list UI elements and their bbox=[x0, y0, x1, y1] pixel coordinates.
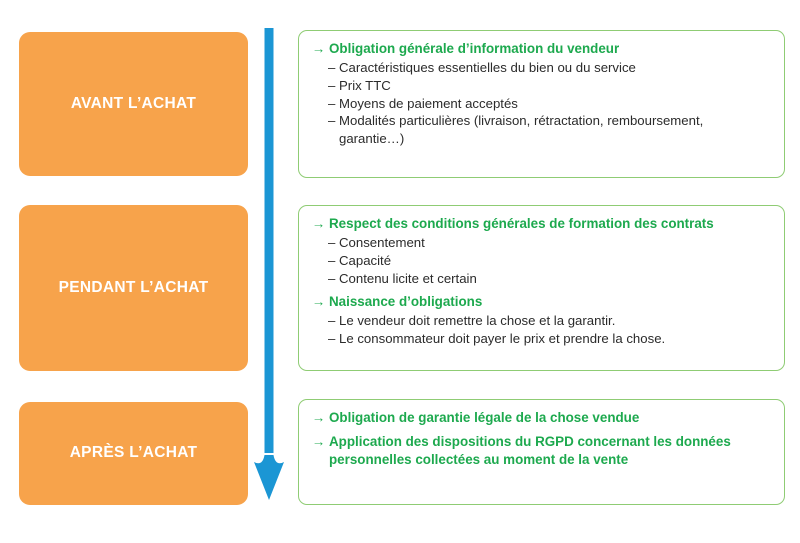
list-item-text: Moyens de paiement acceptés bbox=[339, 95, 518, 111]
content-group: → Respect des conditions générales de fo… bbox=[312, 215, 772, 287]
sub-item-list: – Caractéristiques essentielles du bien … bbox=[312, 59, 772, 148]
dash-bullet-icon: – bbox=[328, 77, 336, 93]
sub-item-list: – Consentement – Capacité – Contenu lici… bbox=[312, 234, 772, 287]
list-item: – Moyens de paiement acceptés bbox=[312, 95, 772, 113]
stage-box-apres: APRÈS L’ACHAT bbox=[19, 402, 248, 505]
list-item: – Capacité bbox=[312, 252, 772, 270]
list-item-text: Caractéristiques essentielles du bien ou… bbox=[339, 59, 636, 75]
list-item-text: Capacité bbox=[339, 252, 392, 268]
content-panel-apres: → Obligation de garantie légale de la ch… bbox=[298, 399, 785, 505]
arrow-right-icon: → bbox=[312, 216, 326, 231]
stage-label: APRÈS L’ACHAT bbox=[69, 444, 198, 462]
list-item-text: Contenu licite et certain bbox=[339, 270, 477, 286]
list-item: – Contenu licite et certain bbox=[312, 270, 772, 288]
list-item: – Consentement bbox=[312, 234, 772, 252]
stage-label: PENDANT L’ACHAT bbox=[58, 278, 209, 296]
content-panel-pendant: → Respect des conditions générales de fo… bbox=[298, 205, 785, 371]
dash-bullet-icon: – bbox=[328, 113, 336, 129]
dash-bullet-icon: – bbox=[328, 270, 336, 286]
dash-bullet-icon: – bbox=[328, 59, 336, 75]
content-group: → Application des dispositions du RGPD c… bbox=[312, 433, 772, 469]
dash-bullet-icon: – bbox=[328, 331, 336, 347]
arrow-right-icon: → bbox=[312, 294, 326, 310]
sub-item-list: – Le vendeur doit remettre la chose et l… bbox=[312, 312, 772, 348]
content-panel-avant: → Obligation générale d’information du v… bbox=[298, 30, 785, 178]
group-heading-row: → Naissance d’obligations bbox=[312, 293, 772, 311]
list-item: – Modalités particulières (livraison, ré… bbox=[312, 112, 772, 148]
list-item-text: Consentement bbox=[339, 234, 425, 250]
stage-box-pendant: PENDANT L’ACHAT bbox=[19, 205, 248, 371]
stage-label: AVANT L’ACHAT bbox=[70, 94, 197, 112]
stage-box-avant: AVANT L’ACHAT bbox=[19, 32, 248, 176]
dash-bullet-icon: – bbox=[328, 313, 336, 329]
list-item-text: Le vendeur doit remettre la chose et la … bbox=[339, 313, 616, 329]
group-heading-text: Respect des conditions générales de form… bbox=[329, 216, 714, 231]
content-group: → Obligation générale d’information du v… bbox=[312, 40, 772, 148]
list-item-text: Le consommateur doit payer le prix et pr… bbox=[339, 331, 666, 347]
arrow-right-icon: → bbox=[312, 410, 326, 425]
dash-bullet-icon: – bbox=[328, 234, 336, 250]
group-heading-row: → Obligation de garantie légale de la ch… bbox=[312, 409, 772, 427]
group-heading-text: Obligation générale d’information du ven… bbox=[329, 41, 620, 56]
list-item: – Le consommateur doit payer le prix et … bbox=[312, 330, 772, 348]
group-heading-row: → Application des dispositions du RGPD c… bbox=[312, 433, 772, 469]
dash-bullet-icon: – bbox=[328, 252, 336, 268]
arrow-right-icon: → bbox=[312, 41, 326, 56]
list-item: – Prix TTC bbox=[312, 77, 772, 95]
content-group: → Naissance d’obligations – Le vendeur d… bbox=[312, 293, 772, 348]
list-item-text: Prix TTC bbox=[339, 77, 391, 93]
group-heading-text: Naissance d’obligations bbox=[329, 294, 483, 310]
timeline-down-arrow-icon bbox=[250, 28, 288, 500]
group-heading-text: Obligation de garantie légale de la chos… bbox=[329, 410, 640, 425]
group-heading-row: → Respect des conditions générales de fo… bbox=[312, 215, 772, 233]
dash-bullet-icon: – bbox=[328, 95, 336, 111]
arrow-right-icon: → bbox=[312, 433, 326, 449]
list-item-text: Modalités particulières (livraison, rétr… bbox=[339, 113, 704, 147]
group-heading-row: → Obligation générale d’information du v… bbox=[312, 40, 772, 58]
list-item: – Le vendeur doit remettre la chose et l… bbox=[312, 312, 772, 330]
list-item: – Caractéristiques essentielles du bien … bbox=[312, 59, 772, 77]
group-heading-text: Application des dispositions du RGPD con… bbox=[329, 433, 731, 467]
content-group: → Obligation de garantie légale de la ch… bbox=[312, 409, 772, 427]
